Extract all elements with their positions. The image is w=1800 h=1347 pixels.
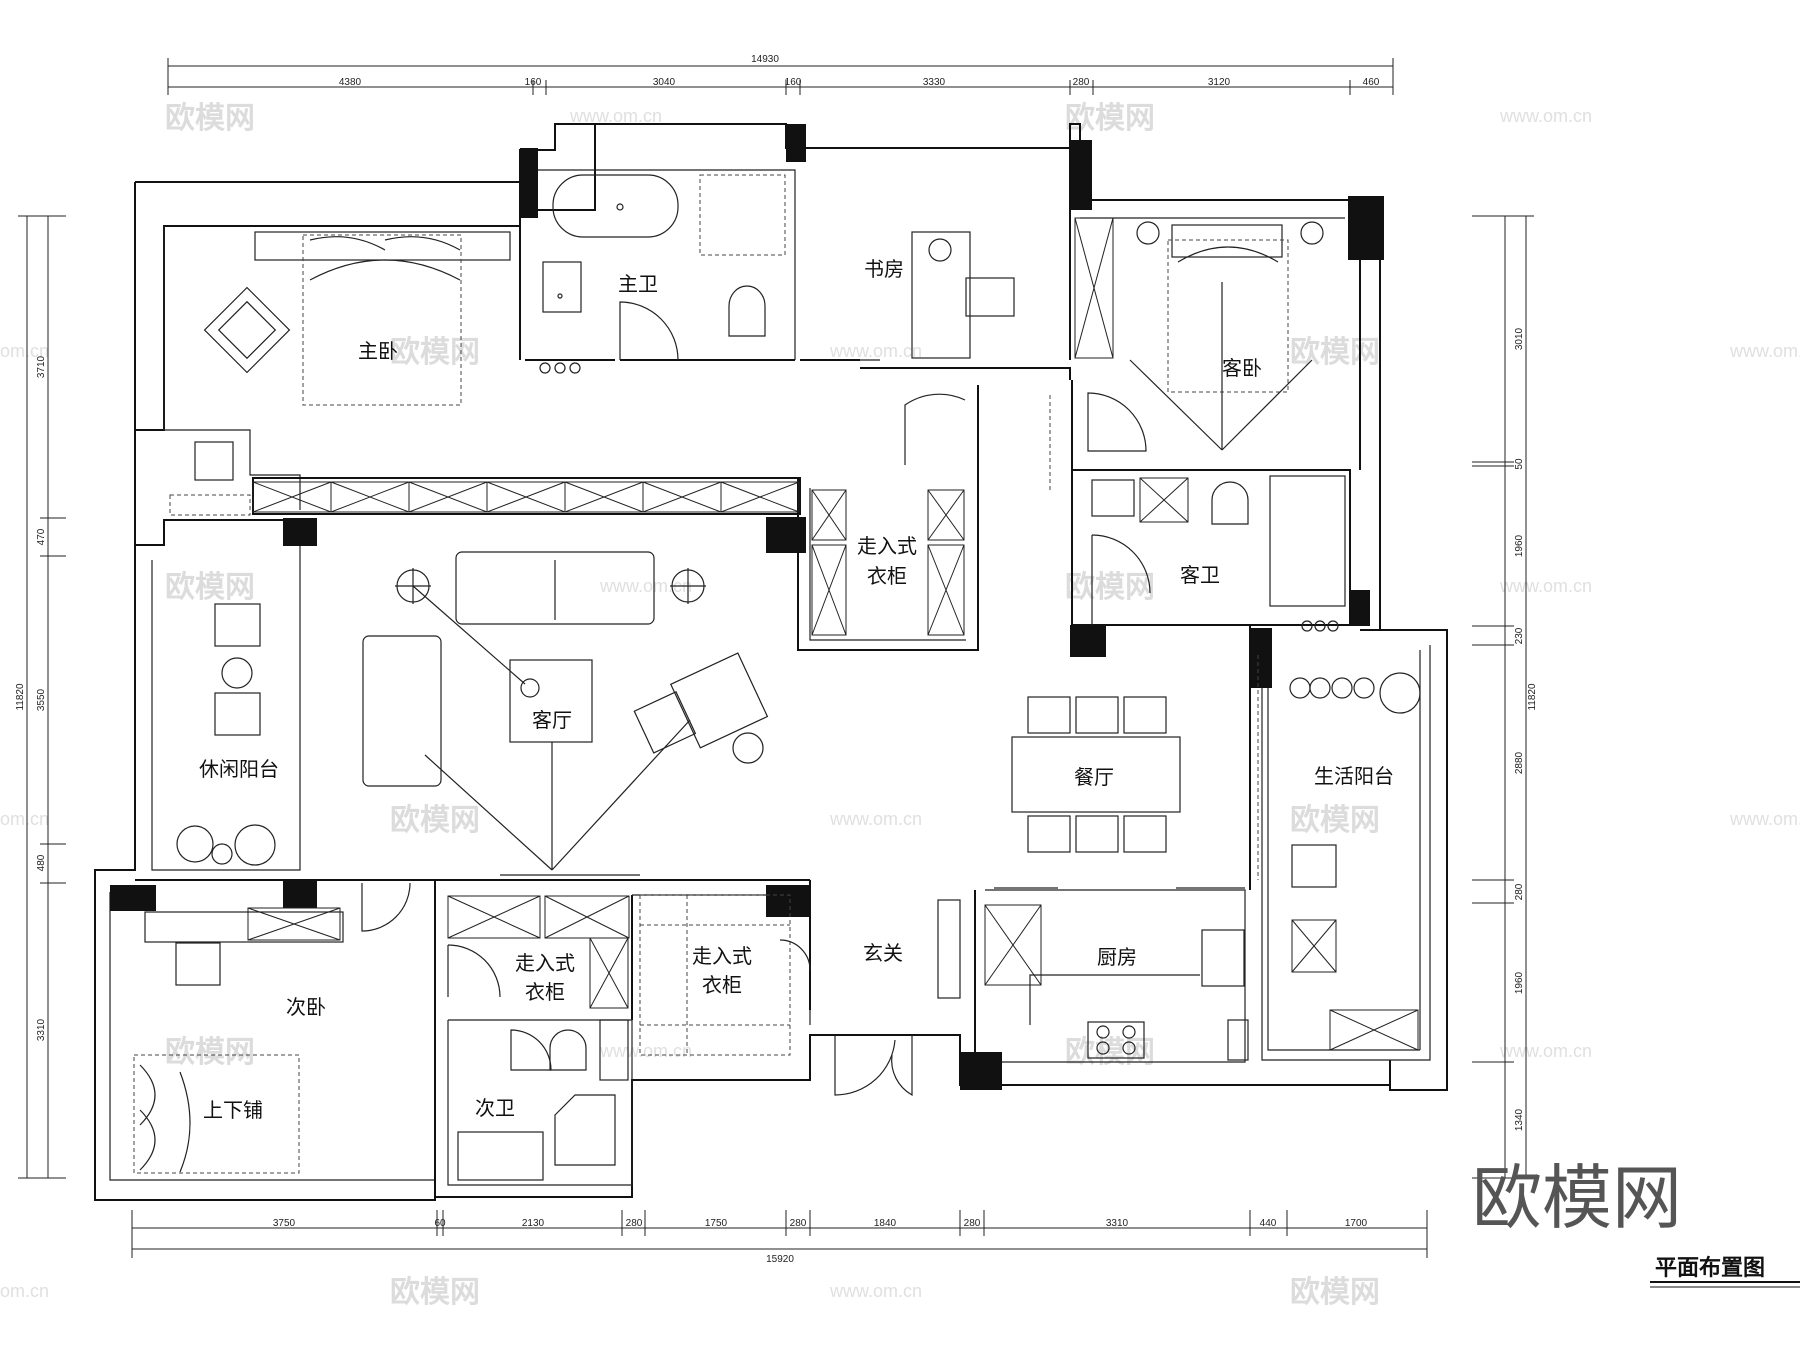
room-label-second-bath: 次卫 (475, 1096, 515, 1120)
room-label-walkin-closet-3-sub: 衣柜 (702, 973, 742, 997)
room-label-master-bedroom: 主卧 (358, 339, 398, 363)
room-label-utility-balcony: 生活阳台 (1314, 764, 1394, 788)
dim-right-total: 11820 (1527, 683, 1538, 711)
room-label-master-bath: 主卫 (618, 272, 658, 296)
watermark-url: www.om.cn (829, 809, 922, 829)
dimension-labels-bottom: 3750 60 2130 280 1750 280 1840 280 3310 … (273, 1218, 1368, 1265)
dim-bottom-segment: 280 (964, 1218, 981, 1229)
watermark-url: www.om.cn (1499, 1041, 1592, 1061)
room-label-kitchen: 厨房 (1097, 945, 1137, 969)
dim-top-segment: 460 (1363, 77, 1380, 88)
watermark-brand: 欧模网 (1065, 570, 1155, 605)
dim-bottom-segment: 1750 (705, 1218, 728, 1229)
dim-bottom-segment: 2130 (522, 1218, 545, 1229)
door-swings (361, 301, 1151, 1097)
structural-columns (110, 124, 1384, 1090)
dim-right-segment: 3010 (1514, 327, 1525, 350)
dim-left-total: 11820 (15, 683, 26, 711)
wardrobe-panels (247, 217, 1419, 1051)
drawing-title: 平面布置图 (1655, 1255, 1765, 1281)
room-label-guest-bedroom: 客卧 (1222, 356, 1262, 380)
dimension-labels-top: 14930 4380 160 3040 160 3330 280 3120 46… (339, 54, 1380, 88)
dim-right-segment: 1960 (1514, 971, 1525, 994)
room-label-walkin-closet-1-sub: 衣柜 (867, 564, 907, 588)
dim-right-segment: 50 (1514, 458, 1525, 470)
dim-right-segment: 280 (1514, 883, 1525, 900)
dim-top-total: 14930 (751, 54, 779, 65)
dashed-elements (169, 395, 1259, 1056)
dim-left-segment: 3550 (36, 688, 47, 711)
room-labels: 主卧 主卫 书房 客卧 客卫 走入式 衣柜 客厅 休闲阳台 餐厅 生活阳台 走入… (199, 257, 1394, 1122)
dim-left-segment: 480 (36, 854, 47, 871)
dim-top-segment: 3330 (923, 77, 946, 88)
watermark-url: om.cn (0, 341, 49, 361)
dim-right-segment: 1960 (1514, 534, 1525, 557)
dimension-labels-left: 3710 470 3550 480 3310 11820 (15, 355, 47, 1041)
room-label-second-bedroom: 次卧 (286, 995, 326, 1019)
walls (94, 123, 1448, 1201)
dim-top-segment: 160 (785, 77, 802, 88)
watermark-brand: 欧模网 (1290, 803, 1380, 838)
drawing-title-block: 平面布置图 (1650, 1255, 1800, 1288)
watermark-url: www.om.cn (1499, 576, 1592, 596)
room-label-foyer: 玄关 (863, 941, 903, 965)
room-label-leisure-balcony: 休闲阳台 (199, 757, 279, 781)
dim-bottom-segment: 3310 (1106, 1218, 1129, 1229)
watermark-brand: 欧模网 (165, 570, 255, 605)
watermark-url: www.om.cn (829, 1281, 922, 1301)
dim-left-segment: 3310 (36, 1018, 47, 1041)
watermark-brand: 欧模网 (165, 1035, 255, 1070)
dim-bottom-segment: 440 (1260, 1218, 1277, 1229)
room-label-walkin-closet-2: 走入式 (515, 951, 575, 975)
watermark-url: www.om.cn (599, 1041, 692, 1061)
dimension-lines (18, 58, 1534, 1258)
dim-bottom-segment: 60 (434, 1218, 446, 1229)
dim-top-segment: 4380 (339, 77, 362, 88)
room-label-living-room: 客厅 (532, 708, 572, 732)
watermark-url: www.om.cn (1499, 106, 1592, 126)
room-label-bunk-bed: 上下铺 (203, 1098, 263, 1122)
room-label-walkin-closet-3: 走入式 (692, 944, 752, 968)
watermark-url: www.om.cn (599, 576, 692, 596)
dim-top-segment: 3040 (653, 77, 676, 88)
watermark-brand: 欧模网 (165, 101, 255, 136)
watermark-url: www.om.cn (569, 106, 662, 126)
dim-bottom-segment: 1700 (1345, 1218, 1368, 1229)
dim-bottom-segment: 3750 (273, 1218, 296, 1229)
watermark-url: www.om.cn (1729, 341, 1800, 361)
watermark-brand: 欧模网 (1290, 335, 1380, 370)
watermark-url: www.om.cn (829, 341, 922, 361)
dim-right-segment: 230 (1514, 627, 1525, 644)
room-label-guest-bath: 客卫 (1180, 563, 1220, 587)
dim-bottom-total: 15920 (766, 1254, 794, 1265)
watermark-url: om.cn (0, 809, 49, 829)
watermark-brand: 欧模网 (1065, 101, 1155, 136)
dim-left-segment: 470 (36, 528, 47, 545)
watermark-brand: 欧模网 (1290, 1275, 1380, 1310)
watermark-large-brand: 欧模网 (1472, 1157, 1682, 1239)
room-label-study: 书房 (864, 257, 904, 281)
dim-right-segment: 1340 (1514, 1108, 1525, 1131)
watermark-brand: 欧模网 (390, 335, 480, 370)
dim-bottom-segment: 1840 (874, 1218, 897, 1229)
dim-bottom-segment: 280 (626, 1218, 643, 1229)
watermark-brand: 欧模网 (1065, 1035, 1155, 1070)
dim-top-segment: 160 (525, 77, 542, 88)
dim-top-segment: 280 (1073, 77, 1090, 88)
room-label-dining-room: 餐厅 (1074, 765, 1114, 789)
watermark-brand: 欧模网 (390, 803, 480, 838)
dim-top-segment: 3120 (1208, 77, 1231, 88)
watermark-brand: 欧模网 (390, 1275, 480, 1310)
watermark-url: om.cn (0, 1281, 49, 1301)
dim-bottom-segment: 280 (790, 1218, 807, 1229)
watermark-url: www.om.cn (1729, 809, 1800, 829)
room-label-walkin-closet-2-sub: 衣柜 (525, 980, 565, 1004)
dim-left-segment: 3710 (36, 355, 47, 378)
dim-right-segment: 2880 (1514, 751, 1525, 774)
room-label-walkin-closet-1: 走入式 (857, 534, 917, 558)
furniture (133, 174, 1421, 1181)
watermark-layer: 欧模网 www.om.cn 欧模网 www.om.cn om.cn 欧模网 ww… (0, 101, 1800, 1310)
dimension-labels-right: 3010 50 1960 230 2880 280 1960 1340 1182… (1514, 327, 1538, 1131)
